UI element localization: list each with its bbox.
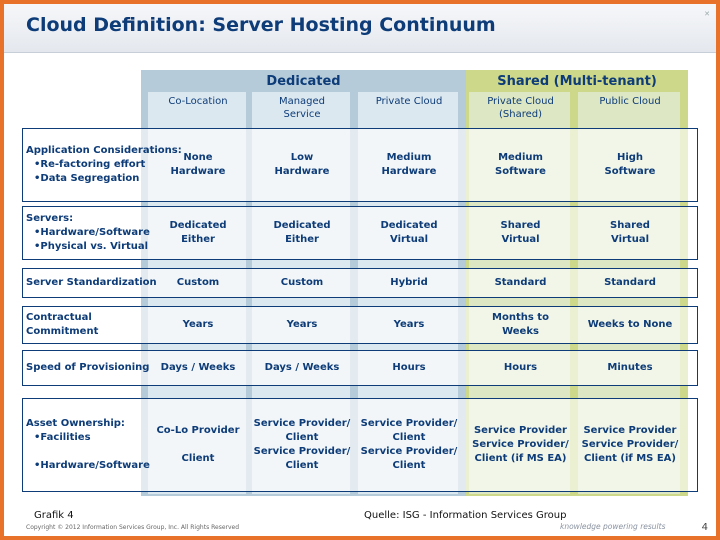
row-label: Application Considerations: •Re-factoring… — [26, 144, 182, 186]
table-row — [22, 128, 698, 202]
row-label: Speed of Provisioning — [26, 361, 149, 375]
row-sublabel: •Data Segregation — [34, 173, 140, 184]
row-title: Speed of Provisioning — [26, 362, 150, 373]
column-header: Private Cloud — [375, 96, 443, 107]
row-title: Server Standardization — [26, 277, 157, 288]
table-row — [22, 398, 698, 492]
source-caption: Quelle: ISG - Information Services Group — [364, 510, 567, 521]
row-sublabel: •Hardware/Software — [34, 227, 150, 238]
table-cell: Years — [182, 319, 214, 330]
row-sublabel — [26, 445, 150, 459]
row-label: Asset Ownership: •Facilities •Hardware/So… — [26, 417, 150, 473]
corner-mark-icon: ✕ — [704, 10, 710, 18]
table-cell: Days / Weeks — [264, 362, 340, 373]
column-header: Co-Location — [168, 96, 228, 107]
table-cell: Days / Weeks — [160, 362, 236, 373]
table-row — [22, 206, 698, 260]
row-sublabel: •Facilities — [34, 432, 91, 443]
column-header: Private Cloud(Shared) — [487, 96, 554, 120]
row-sublabel: •Re-factoring effort — [34, 159, 146, 170]
table-cell: Years — [286, 319, 318, 330]
table-cell: Hours — [503, 362, 538, 373]
table-cell: Weeks to None — [587, 319, 673, 330]
group-label-dedicated: Dedicated — [266, 74, 341, 89]
page-title: Cloud Definition: Server Hosting Continu… — [26, 14, 496, 36]
table-cell: Custom — [280, 277, 324, 288]
table-cell: Custom — [176, 277, 220, 288]
table-cell: Standard — [494, 277, 547, 288]
column-header: Public Cloud — [599, 96, 661, 107]
row-title: Servers: — [26, 213, 74, 224]
row-sublabel: •Hardware/Software — [34, 460, 150, 471]
table-cell: Minutes — [607, 362, 653, 373]
figure-caption: Grafik 4 — [34, 510, 74, 521]
table-cell: Standard — [604, 277, 656, 288]
table-cell: Hybrid — [390, 277, 428, 288]
row-sublabel: •Physical vs. Virtual — [34, 241, 149, 252]
group-label-shared: Shared (Multi-tenant) — [497, 74, 657, 89]
table-row — [22, 306, 698, 344]
row-label: Servers: •Hardware/Software •Physical vs. … — [26, 212, 150, 254]
row-label: Server Standardization — [26, 276, 157, 290]
slide: Cloud Definition: Server Hosting Continu… — [4, 4, 716, 536]
table-row — [22, 268, 698, 298]
page-number: 4 — [701, 522, 708, 533]
table-cell: Hours — [392, 362, 426, 373]
copyright-notice: Copyright © 2012 Information Services Gr… — [26, 524, 240, 531]
brand-tagline: knowledge powering results — [560, 522, 666, 531]
row-title: Application Considerations: — [26, 145, 182, 156]
title-bar: Cloud Definition: Server Hosting Continu… — [4, 4, 716, 53]
row-title: Asset Ownership: — [26, 418, 125, 429]
table-cell: Years — [393, 319, 425, 330]
table-row — [22, 350, 698, 386]
